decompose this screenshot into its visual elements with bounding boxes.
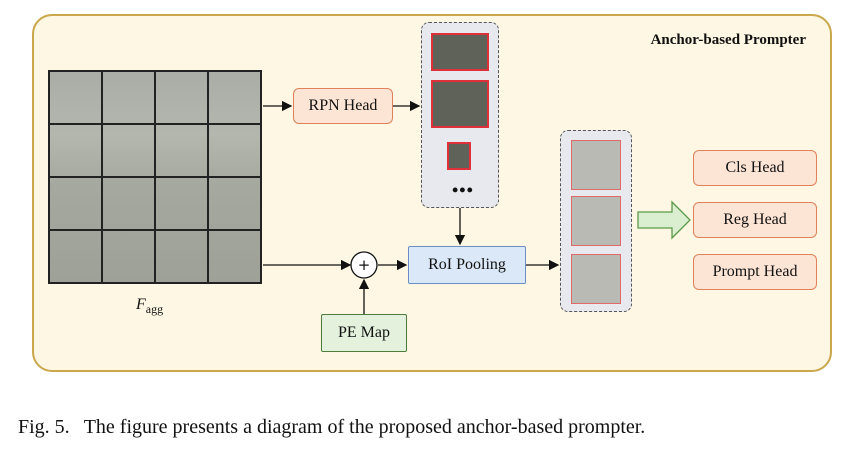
grid-cell [155, 230, 208, 283]
grid-cell [102, 230, 155, 283]
cls-head-box: Cls Head [693, 150, 817, 186]
pooled-thumbnail [571, 140, 621, 190]
to-heads-big-arrow [637, 200, 691, 240]
grid-cell [49, 230, 102, 283]
feature-map-grid [48, 70, 262, 284]
panel-title: Anchor-based Prompter [650, 32, 806, 48]
reg-head-box: Reg Head [693, 202, 817, 238]
pooled-thumbnail [571, 254, 621, 304]
proposal-thumbnail [431, 80, 489, 128]
figure-caption: Fig. 5. The figure presents a diagram of … [18, 416, 659, 439]
pooled-thumbnail [571, 196, 621, 246]
pe-map-box: PE Map [321, 314, 407, 352]
grid-cell [208, 177, 261, 230]
plus-node: + [350, 251, 378, 279]
proposal-thumbnail [431, 33, 489, 71]
caption-text: The figure presents a diagram of the pro… [83, 416, 646, 438]
grid-cell [155, 177, 208, 230]
grid-cell [155, 124, 208, 177]
feature-map-label: Fagg [136, 296, 164, 317]
grid-cell [49, 71, 102, 124]
caption-label: Fig. 5. [18, 416, 70, 438]
grid-cell [102, 71, 155, 124]
grid-cell [49, 124, 102, 177]
rpn-head-box: RPN Head [293, 88, 393, 124]
proposal-thumbnail [447, 142, 471, 170]
grid-cell [102, 124, 155, 177]
grid-cell [49, 177, 102, 230]
ellipsis: ••• [452, 180, 474, 200]
roi-pooling-box: RoI Pooling [408, 246, 526, 284]
grid-cell [155, 71, 208, 124]
grid-cell [208, 71, 261, 124]
plus-symbol: + [358, 256, 371, 274]
grid-cell [208, 230, 261, 283]
grid-cell [102, 177, 155, 230]
grid-cell [208, 124, 261, 177]
prompt-head-box: Prompt Head [693, 254, 817, 290]
